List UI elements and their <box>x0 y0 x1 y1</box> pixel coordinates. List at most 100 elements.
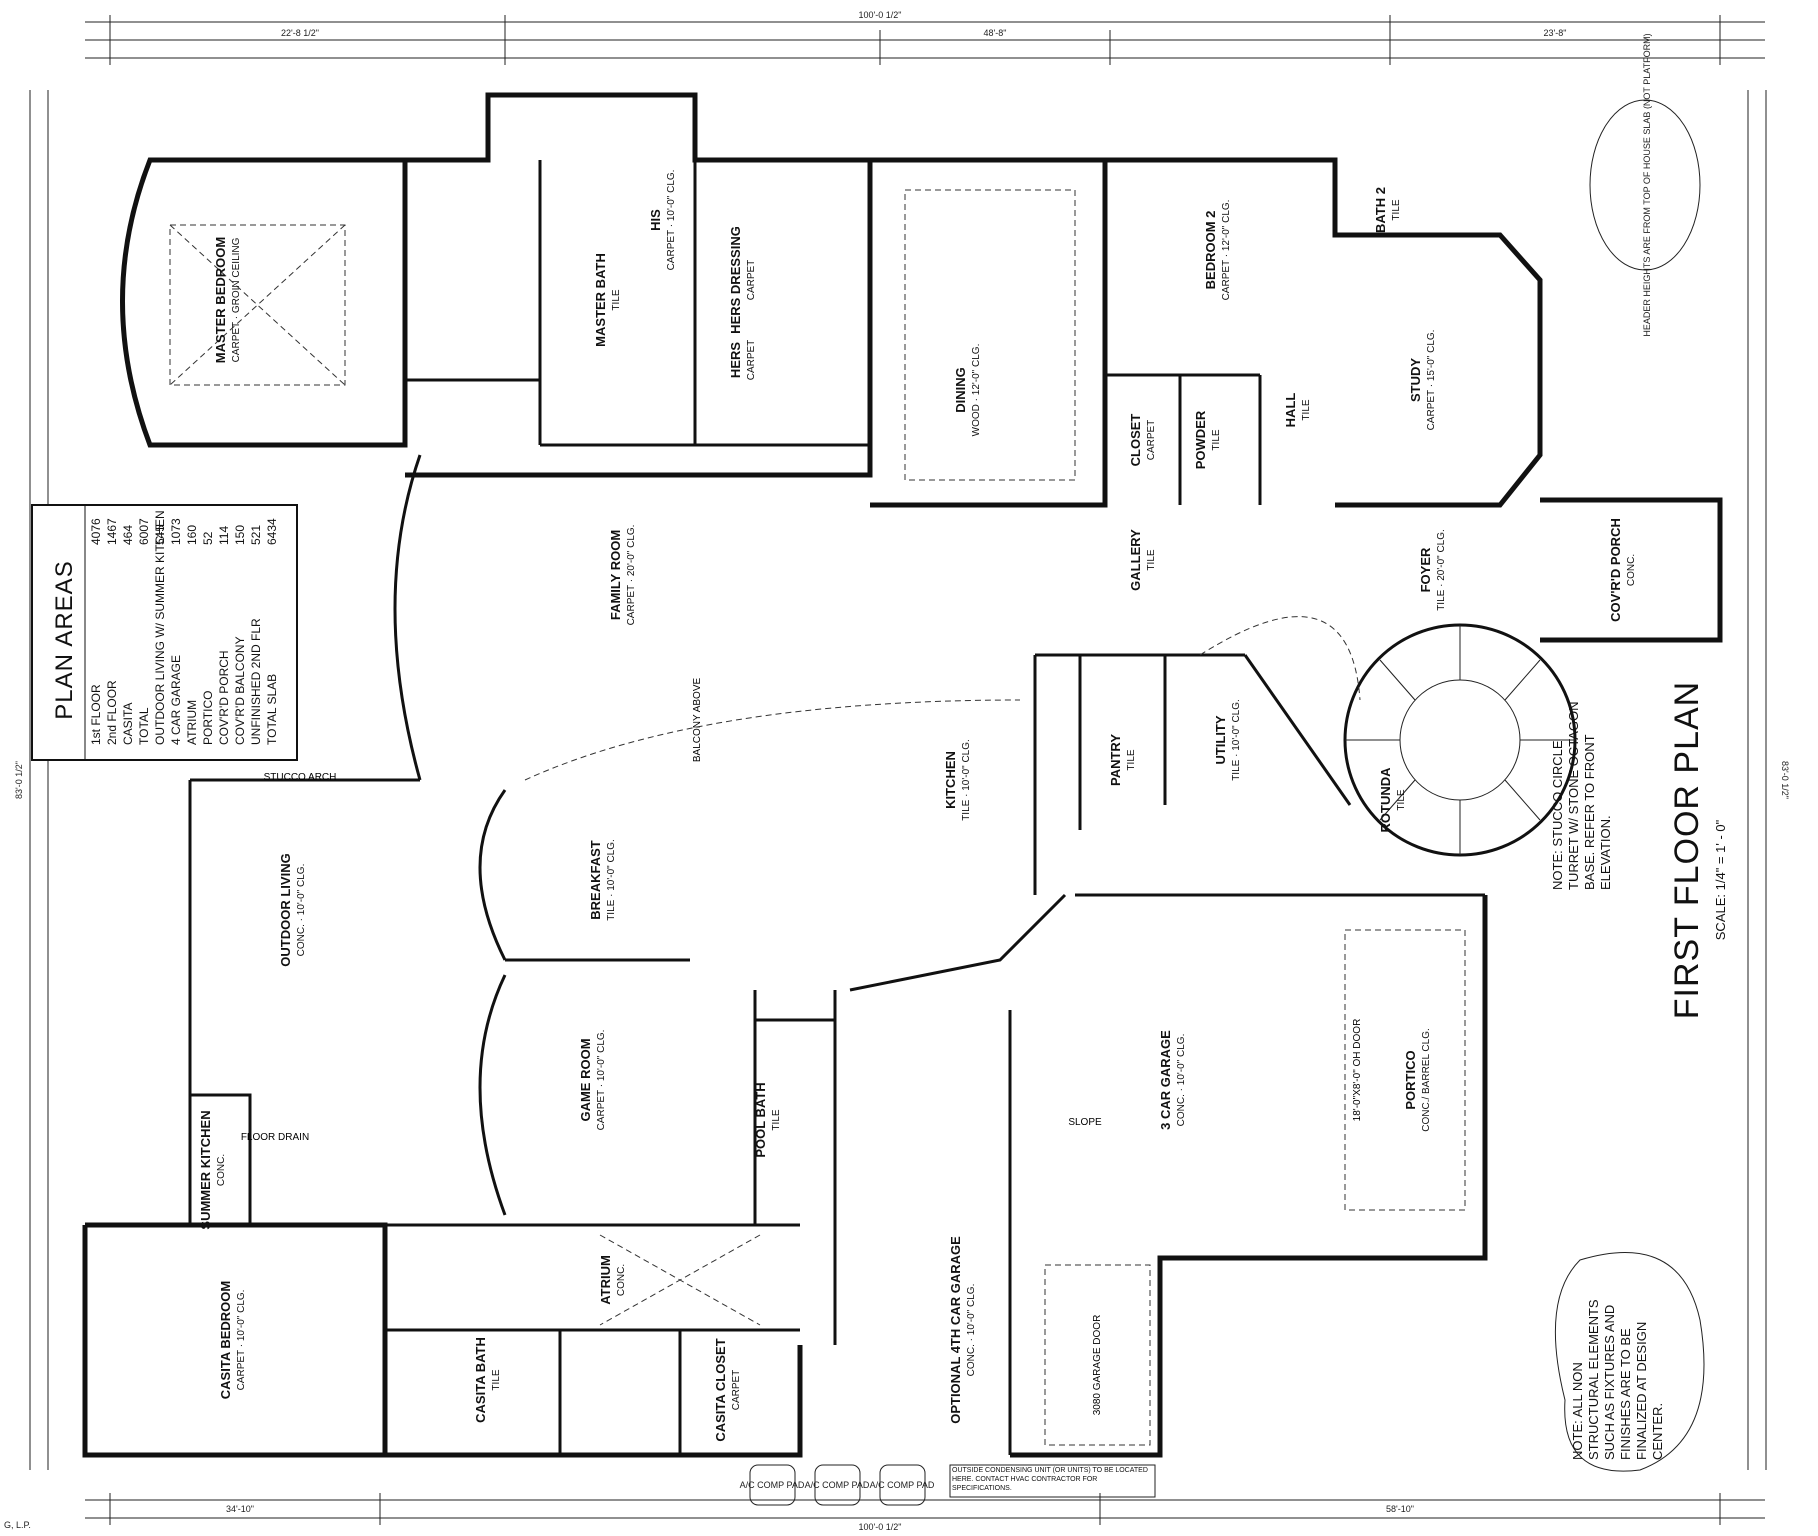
room-finish: WOOD · 12'-0" CLG. <box>971 344 982 437</box>
dim-left-total: 83'-0 1/2" <box>14 761 24 799</box>
ceiling-lines <box>169 189 1466 1446</box>
room-finish: CONC. <box>1626 554 1637 586</box>
area-value: 114 <box>217 526 231 545</box>
oh-door-label: 18'-0"X8'-0" OH DOOR <box>1352 1019 1363 1122</box>
room-name: GAME ROOM <box>578 1038 593 1121</box>
area-value: 6434 <box>265 518 279 545</box>
area-label: PORTICO <box>201 691 215 745</box>
room-name: MASTER BATH <box>593 253 608 347</box>
room-finish: TILE <box>1391 199 1402 220</box>
room-name: OUTDOOR LIVING <box>278 853 293 966</box>
room-name: 3 CAR GARAGE <box>1158 1030 1173 1130</box>
room-finish: TILE <box>1301 399 1312 420</box>
area-label: 1st FLOOR <box>89 684 103 745</box>
floor-drain-label: FLOOR DRAIN <box>241 1132 309 1143</box>
room-name: BATH 2 <box>1373 187 1388 233</box>
dim-bottom-total: 100'-0 1/2" <box>859 1522 902 1532</box>
room-name: CASITA BEDROOM <box>218 1281 233 1399</box>
room-finish: CARPET · 20'-0" CLG. <box>626 525 637 626</box>
room-finish: TILE <box>1396 789 1407 810</box>
room-name: UTILITY <box>1213 715 1228 764</box>
room-name: PORTICO <box>1403 1050 1418 1109</box>
rotunda-stair <box>1343 623 1577 857</box>
area-label: COV'R'D BALCONY <box>233 636 247 745</box>
dim-top-total: 100'-0 1/2" <box>859 10 902 20</box>
room-finish: TILE · 10'-0" CLG. <box>606 839 617 921</box>
slope-label: SLOPE <box>1068 1117 1102 1128</box>
room-finish: CARPET · GROIN CEILING <box>231 237 242 362</box>
plan-scale: SCALE: 1/4" = 1' - 0" <box>1713 819 1728 940</box>
misc-labels: BALCONY ABOVE STUCCO ARCH 3080 GARAGE DO… <box>241 33 1701 1506</box>
room-finish: CARPET <box>1146 420 1157 461</box>
area-value: 4076 <box>89 518 103 545</box>
area-value: 1467 <box>105 518 119 545</box>
area-value: 160 <box>185 525 199 545</box>
room-finish: CARPET · 10'-0" CLG. <box>596 1030 607 1131</box>
room-name: PANTRY <box>1108 734 1123 786</box>
interior-walls <box>188 160 1485 1455</box>
condensing-note: OUTSIDE CONDENSING UNIT (OR UNITS) TO BE… <box>952 1467 1148 1492</box>
room-finish: CARPET · 10'-0" CLG. <box>666 170 677 271</box>
balcony-above-label: BALCONY ABOVE <box>692 678 703 763</box>
room-finish: CARPET · 12'-0" CLG. <box>1221 200 1232 301</box>
area-value: 545 <box>153 525 167 545</box>
room-finish: CARPET <box>746 340 757 381</box>
room-finish: TILE <box>1146 549 1157 570</box>
turret-note: NOTE: STUCCO CIRCLE TURRET W/ STONE OCTA… <box>1550 701 1613 890</box>
room-name: KITCHEN <box>943 751 958 809</box>
area-label: COV'R'D PORCH <box>217 650 231 745</box>
room-finish: TILE <box>611 289 622 310</box>
structural-note: NOTE: ALL NON STRUCTURAL ELEMENTS SUCH A… <box>1570 1299 1665 1460</box>
room-name: BEDROOM 2 <box>1203 211 1218 290</box>
dimension-lines: 100'-0 1/2" 22'-8 1/2" 48'-8" 23'-8" 100… <box>14 10 1790 1532</box>
room-finish: TILE <box>771 1109 782 1130</box>
room-finish: TILE <box>491 1369 502 1390</box>
room-name: HALL <box>1283 393 1298 428</box>
structural-note-box: NOTE: ALL NON STRUCTURAL ELEMENTS SUCH A… <box>1570 1299 1665 1460</box>
dim-top-left: 22'-8 1/2" <box>281 28 319 38</box>
dim-top-right: 23'-8" <box>1544 28 1567 38</box>
room-name: FOYER <box>1418 547 1433 592</box>
room-finish: CONC. <box>616 1264 627 1296</box>
copyright-text: G, L.P. <box>4 1520 31 1530</box>
room-finish: TILE · 10'-0" CLG. <box>961 739 972 821</box>
room-name: HIS <box>648 209 663 231</box>
room-name: ROTUNDA <box>1378 767 1393 833</box>
room-name: BREAKFAST <box>588 840 603 920</box>
area-label: UNFINISHED 2ND FLR <box>249 618 263 745</box>
room-finish: CARPET <box>731 1370 742 1411</box>
area-label: 2nd FLOOR <box>105 680 119 745</box>
ac-pad-2: A/C COMP PAD <box>805 1480 870 1490</box>
room-finish: TILE · 20'-0" CLG. <box>1436 529 1447 611</box>
ac-pad-1: A/C COMP PAD <box>740 1480 805 1490</box>
area-label: CASITA <box>121 703 135 745</box>
ac-pads: A/C COMP PAD A/C COMP PAD A/C COMP PAD <box>740 1464 935 1506</box>
area-label: ATRIUM <box>185 700 199 745</box>
area-label: TOTAL SLAB <box>265 674 279 745</box>
dim-bottom-right: 58'-10" <box>1386 1504 1414 1514</box>
